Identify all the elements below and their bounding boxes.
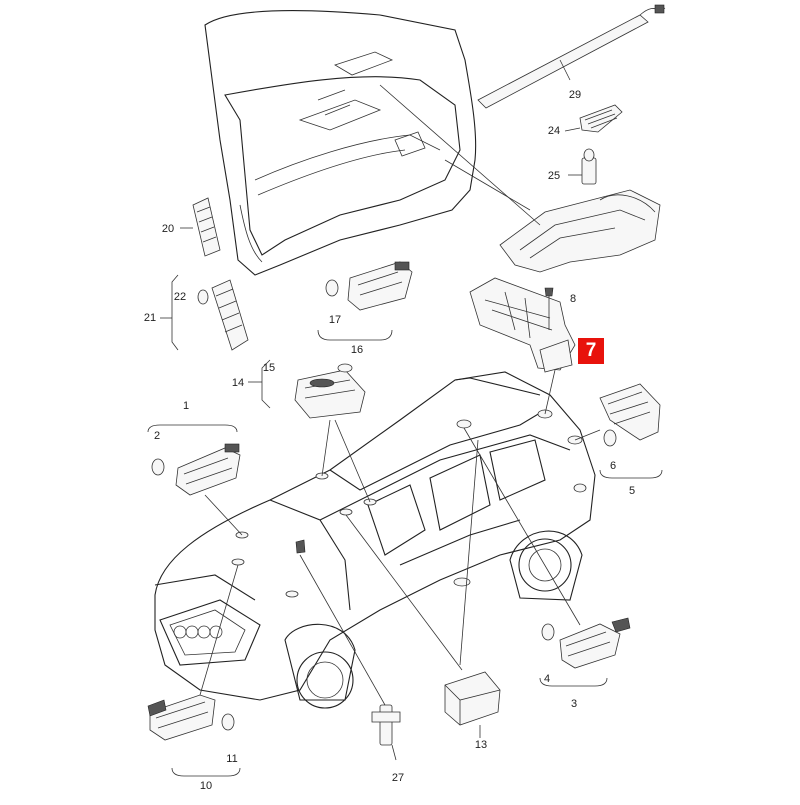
part-7-bracket — [469, 277, 576, 373]
callout-20: 20 — [161, 223, 175, 235]
highlighted-part-7-badge: 7 — [578, 338, 604, 364]
part-29-light-strip — [477, 4, 666, 109]
part-3-lamp — [539, 617, 631, 687]
callout-25: 25 — [547, 170, 561, 182]
door-panel — [204, 10, 477, 276]
callout-2: 2 — [153, 430, 161, 442]
car-body — [154, 371, 596, 709]
part-27-sensor — [371, 704, 401, 761]
callout-3: 3 — [570, 698, 578, 710]
callout-13: 13 — [474, 739, 488, 751]
callout-29: 29 — [568, 89, 582, 101]
part-16-lamp — [317, 261, 413, 341]
callout-5: 5 — [628, 485, 636, 497]
part-1-lamp — [147, 424, 241, 496]
callout-16: 16 — [350, 344, 364, 356]
callout-11: 11 — [226, 753, 238, 765]
callout-6: 6 — [609, 460, 617, 472]
part-24-lamp — [564, 104, 623, 133]
callout-15: 15 — [262, 362, 276, 374]
leader-lines — [199, 369, 601, 706]
callout-8: 8 — [569, 293, 577, 305]
part-5-lamp — [599, 383, 663, 479]
callout-14: 14 — [231, 377, 245, 389]
part-20-switch — [180, 197, 221, 257]
callout-4: 4 — [543, 673, 551, 685]
callout-24: 24 — [547, 125, 561, 137]
callout-22: 22 — [173, 291, 187, 303]
callout-27: 27 — [391, 772, 405, 784]
callout-21: 21 — [143, 312, 157, 324]
part-14-interior-light — [248, 359, 366, 419]
part-13-module — [444, 671, 501, 738]
callout-10: 10 — [199, 780, 213, 792]
part-21-switch-assembly — [160, 274, 249, 351]
callout-17: 17 — [328, 314, 342, 326]
callout-1: 1 — [182, 400, 190, 412]
door-handle-housing — [379, 84, 661, 273]
part-25-bulb — [568, 148, 597, 185]
part-10-lamp — [147, 694, 241, 777]
